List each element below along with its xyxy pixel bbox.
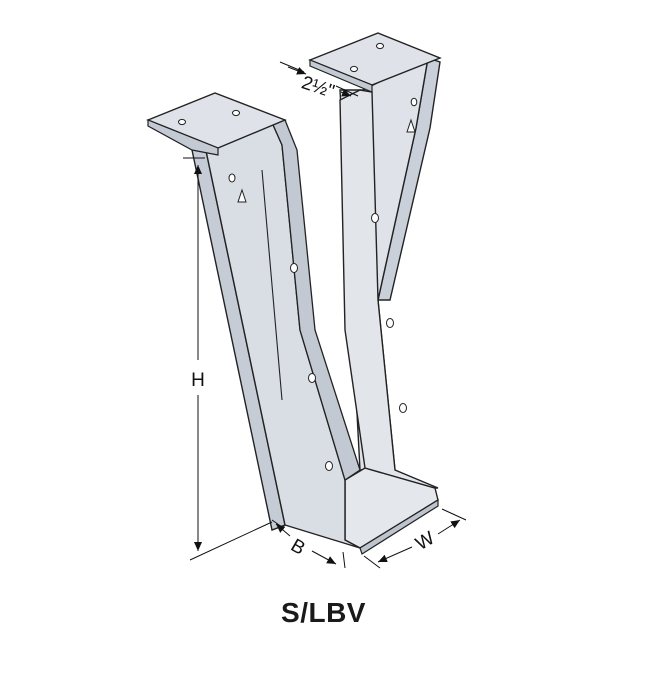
product-name: S/LBV (281, 597, 366, 628)
height-label: H (191, 370, 205, 391)
nail-hole-icon (371, 213, 379, 223)
nail-hole-icon (376, 42, 384, 50)
nail-hole-icon (410, 97, 418, 107)
front-side-plate (191, 89, 439, 549)
nail-hole-icon (399, 403, 407, 413)
nail-hole-icon (178, 118, 186, 126)
nail-hole-icon (232, 109, 240, 117)
nail-hole-icon (290, 263, 298, 273)
nail-hole-icon (350, 65, 358, 73)
top-flange-label: 2½" (299, 72, 337, 102)
front-nail-holes (228, 173, 333, 471)
height-dimension: H (183, 157, 273, 561)
seat-depth-label: B (287, 535, 308, 560)
nail-hole-icon (308, 373, 316, 383)
nail-hole-icon (386, 318, 394, 328)
nail-hole-icon (325, 461, 333, 471)
left-top-flange (146, 92, 287, 156)
width-label: W (412, 528, 438, 555)
triangle-hole-icon (237, 188, 247, 203)
right-nail-holes (371, 97, 418, 413)
triangle-hole-icon (406, 118, 416, 133)
right-top-flange (308, 32, 442, 93)
nail-hole-icon (228, 173, 236, 183)
